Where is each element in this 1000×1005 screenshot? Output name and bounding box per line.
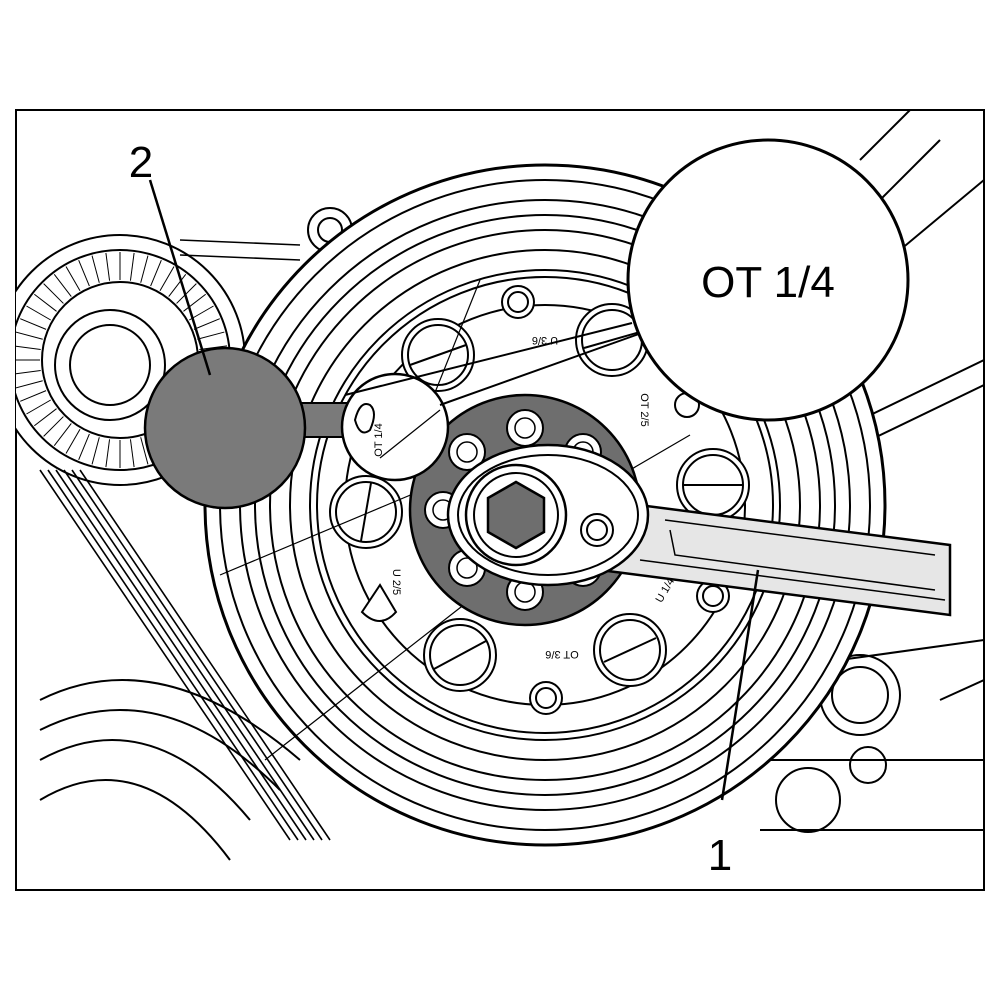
pulley-small-holes	[360, 285, 730, 715]
label-wrench: 1	[708, 831, 732, 880]
ratchet-wrench	[446, 443, 952, 617]
callout-label: OT 1/4	[701, 258, 835, 307]
marking-bottom: OT 3/6	[545, 648, 578, 660]
lower-left-pulley	[39, 679, 301, 861]
marking-left: U 2/5	[390, 569, 402, 595]
label-leaders	[148, 179, 760, 801]
marking-top: U 3/6	[532, 334, 558, 346]
detail-circle-small	[340, 372, 450, 482]
label-locating-pin: 2	[129, 138, 153, 187]
marking-left-small: OT 1/4	[373, 423, 385, 456]
engine-block-right	[760, 110, 984, 833]
drive-belt	[39, 239, 331, 841]
locating-pin	[143, 346, 371, 510]
callout-connector	[344, 322, 651, 406]
pulley-bolt-holes	[329, 303, 750, 692]
marking-upper-right: OT 2/5	[638, 393, 650, 426]
detail-callout-circle	[626, 138, 910, 422]
